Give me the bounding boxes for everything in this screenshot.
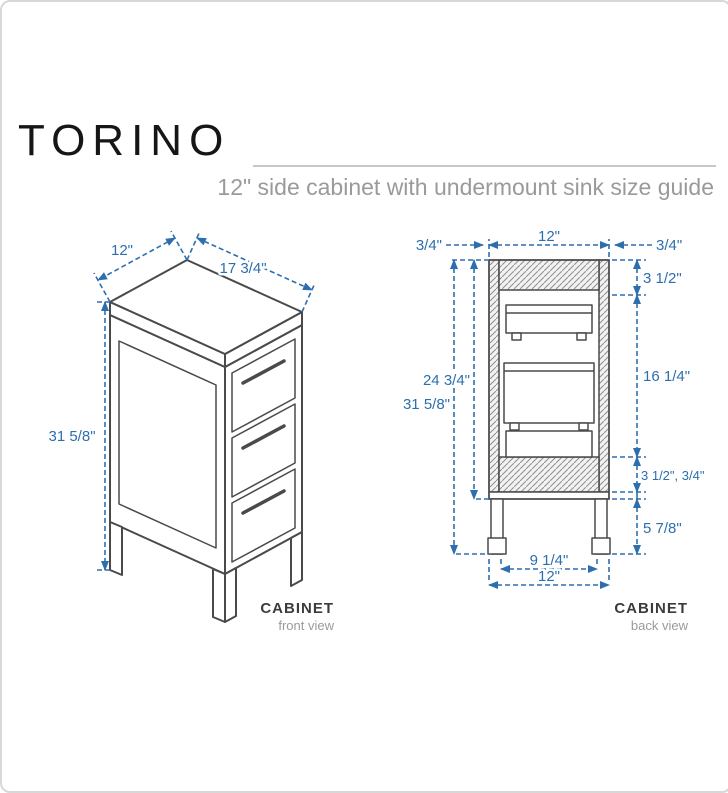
back-dim-total-height-label: 31 5/8" [403,396,450,413]
front-view-drawing: 12" 17 3/4" 31 5/8" [46,230,316,623]
bottom-panel [498,456,600,493]
front-view-caption: CABINET front view [224,600,334,633]
drawer-back-upper [505,304,593,334]
cabinet-leg-left [109,521,123,576]
back-dim-bottom-width-label: 12" [538,568,560,585]
back-view-drawing: 3/4" 12" 3/4" 3 1/2" 16 1/4" 3 1/2", 3/4… [400,226,707,589]
dim-line-depth [196,237,313,291]
cabinet-top-face [109,259,303,355]
back-dim-top-width-label: 12" [538,228,560,245]
foot-right [591,537,611,555]
front-caption-title: CABINET [260,600,334,617]
back-dimension-lines [446,239,652,589]
back-dim-top-section-label: 3 1/2" [643,270,682,287]
brand-title: TORINO [18,116,231,165]
cabinet-outline [488,259,610,500]
drawer-back-middle [503,362,595,424]
back-view-caption: CABINET back view [578,600,688,633]
bottom-rail [488,491,610,500]
front-cabinet-body [109,259,303,623]
drawer-glide-middle-left [509,422,520,431]
back-dim-top-right-label: 3/4" [656,237,682,254]
back-dim-top-left-label: 3/4" [416,237,442,254]
back-dim-mid-section-label: 16 1/4" [643,368,690,385]
back-dim-lower-section-label: 3 1/2", 3/4" [641,468,705,483]
side-panel-left [488,259,500,493]
back-dim-bottom-inner-label: 9 1/4" [530,552,569,569]
back-dim-leg-height-label: 5 7/8" [643,520,682,537]
front-dim-height-label: 31 5/8" [48,428,95,445]
back-dimension-labels: 3/4" 12" 3/4" 3 1/2" 16 1/4" 3 1/2", 3/4… [400,226,707,588]
top-panel [498,259,600,291]
front-dim-width-label: 12" [111,242,133,259]
cabinet-leg-right [290,531,303,587]
drawer-glide-middle-right [578,422,589,431]
back-caption-subtitle: back view [630,618,688,633]
drawer-handle-2 [241,424,286,450]
cabinet-open-frame [118,340,217,549]
cabinet-leg-front-right-face [224,567,237,623]
header-rule [253,165,716,167]
front-caption-subtitle: front view [278,618,334,633]
back-dim-inner-height-label: 24 3/4" [423,372,470,389]
drawer-glide-upper-right [576,332,587,341]
foot-left [487,537,507,555]
drawer-handle-3 [241,489,286,515]
drawer-back-lower [505,430,593,458]
side-panel-right [598,259,610,493]
front-dimension-labels: 12" 17 3/4" 31 5/8" [46,240,269,448]
back-cabinet-body [487,259,611,555]
page-subtitle: 12" side cabinet with undermount sink si… [217,174,714,200]
dim-line-width [97,237,176,281]
drawer-glide-upper-left [511,332,522,341]
drawer-handle-1 [241,359,286,385]
front-dimension-lines [93,230,316,571]
back-caption-title: CABINET [614,600,688,617]
front-dim-depth-label: 17 3/4" [219,260,266,277]
